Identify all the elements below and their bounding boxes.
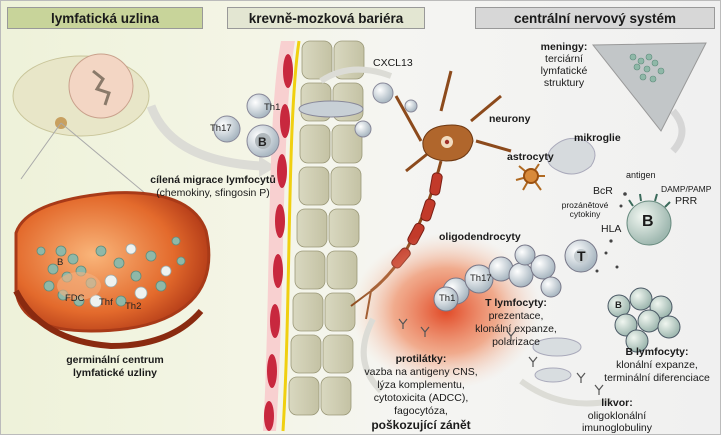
- label-antigen: antigen: [626, 170, 656, 180]
- t-lymphocytes: [433, 239, 598, 312]
- label-gc-thf: Thf: [99, 297, 113, 308]
- migration-arrow: [146, 104, 262, 171]
- header-cns: centrální nervový systém: [475, 7, 715, 29]
- label-damp: DAMP/PAMP: [661, 184, 712, 194]
- b-lymphocyte-cluster: [607, 287, 681, 353]
- label-b-top: B: [258, 135, 267, 149]
- astrocyte-cell: [515, 163, 545, 191]
- label-bcr: BcR: [593, 185, 613, 197]
- label-prr: PRR: [675, 195, 698, 207]
- label-blymph-1: klonální expanze,: [616, 359, 698, 371]
- label-th1-top: Th1: [264, 102, 281, 113]
- header-lymph-node: lymfatická uzlina: [7, 7, 203, 29]
- label-proinf-2: cytokiny: [569, 209, 601, 219]
- b-cell-activation: [595, 192, 672, 273]
- label-blymph-2: terminální diferenciace: [604, 372, 710, 384]
- label-t-big: T: [577, 248, 586, 264]
- label-b-big: B: [642, 213, 654, 230]
- label-csf-2: imunoglobuliny: [581, 422, 653, 434]
- label-gc-th2: Th2: [125, 301, 142, 312]
- label-gc-fdc: FDC: [65, 293, 85, 304]
- label-meningy-3: struktury: [543, 77, 585, 89]
- label-ab-1: vazba na antigeny CNS,: [364, 366, 478, 378]
- label-b-cluster: B: [615, 300, 622, 311]
- label-ab-3: cytotoxicita (ADCC),: [373, 392, 469, 404]
- antibody-glyphs: [398, 318, 604, 395]
- label-proinf-1: prozánětové: [561, 200, 609, 210]
- label-meningy-1: terciární: [545, 53, 583, 65]
- label-gc-title-2: lymfatické uzliny: [72, 367, 158, 379]
- lymph-node-illustration: [12, 53, 177, 220]
- label-csf-1: oligoklonální: [587, 410, 647, 422]
- label-oligodendrocytes: oligodendrocyty: [439, 231, 521, 243]
- csf-cells: [360, 317, 612, 407]
- endothelium: [263, 40, 301, 432]
- germinal-center-illustration: [13, 191, 211, 350]
- header-bbb: krevně-mozková bariéra: [227, 7, 425, 29]
- label-astrocytes: astrocyty: [507, 151, 554, 163]
- label-cxcl13: CXCL13: [373, 57, 413, 69]
- label-gc-b: B: [57, 257, 64, 268]
- label-meningy-2: lymfatické: [540, 65, 588, 77]
- label-t-1: prezentace,: [488, 310, 544, 322]
- label-ab-4: fagocytóza,: [394, 405, 448, 417]
- label-t-3: polarizace: [492, 336, 540, 348]
- label-gc-title-1: germinální centrum: [66, 354, 164, 366]
- label-th1-mid: Th1: [439, 293, 456, 304]
- label-hla: HLA: [601, 223, 622, 235]
- label-ab-2: lýza komplementu,: [377, 379, 465, 391]
- label-meningy-title: meningy:: [540, 41, 588, 53]
- label-ab-title: protilátky:: [395, 353, 447, 365]
- label-t-2: klonální expanze,: [475, 323, 557, 335]
- label-neurons: neurony: [489, 113, 531, 125]
- label-microglia: mikroglie: [574, 132, 621, 144]
- label-migration-title: cílená migrace lymfocytů: [150, 174, 276, 186]
- label-migration-sub: (chemokiny, sfingosin P): [156, 187, 270, 199]
- meninges-illustration: [591, 42, 707, 154]
- barrier-cell-columns: [288, 40, 365, 416]
- label-blymph-title: B lymfocyty:: [625, 346, 689, 358]
- label-csf-title: likvor:: [601, 397, 633, 409]
- label-th17-top: Th17: [210, 123, 232, 134]
- label-t-title: T lymfocyty:: [485, 297, 547, 309]
- microglia-cell: [546, 137, 596, 175]
- label-ab-5: poškozující zánět: [371, 418, 471, 432]
- label-th17-mid: Th17: [470, 273, 492, 284]
- transmigrating-lymphocytes: [213, 66, 418, 158]
